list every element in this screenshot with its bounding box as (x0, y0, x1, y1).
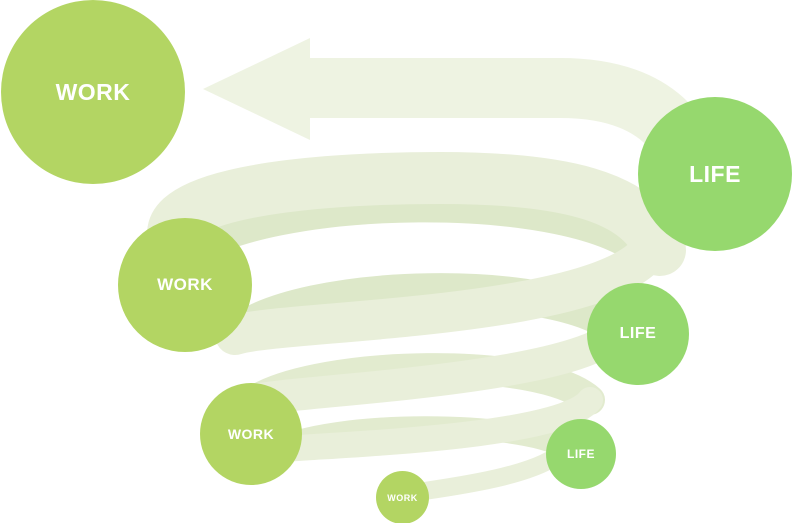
life-circle: LIFE (546, 419, 616, 489)
arrow-head (203, 38, 310, 140)
work-circle: WORK (118, 218, 252, 352)
work-label: WORK (227, 426, 275, 442)
work-label: WORK (157, 275, 213, 294)
life-circle: LIFE (638, 97, 792, 251)
life-label: LIFE (689, 160, 741, 187)
life-label: LIFE (619, 325, 657, 342)
work-circle: WORK (1, 0, 185, 184)
spiral-ring-top (147, 151, 686, 276)
work-label: WORK (387, 492, 418, 503)
life-circle: LIFE (587, 283, 689, 385)
spiral-ring-front (215, 230, 670, 355)
work-label: WORK (55, 78, 131, 105)
work-circle: WORK (376, 471, 429, 523)
work-circle: WORK (200, 383, 302, 485)
life-label: LIFE (567, 447, 595, 461)
